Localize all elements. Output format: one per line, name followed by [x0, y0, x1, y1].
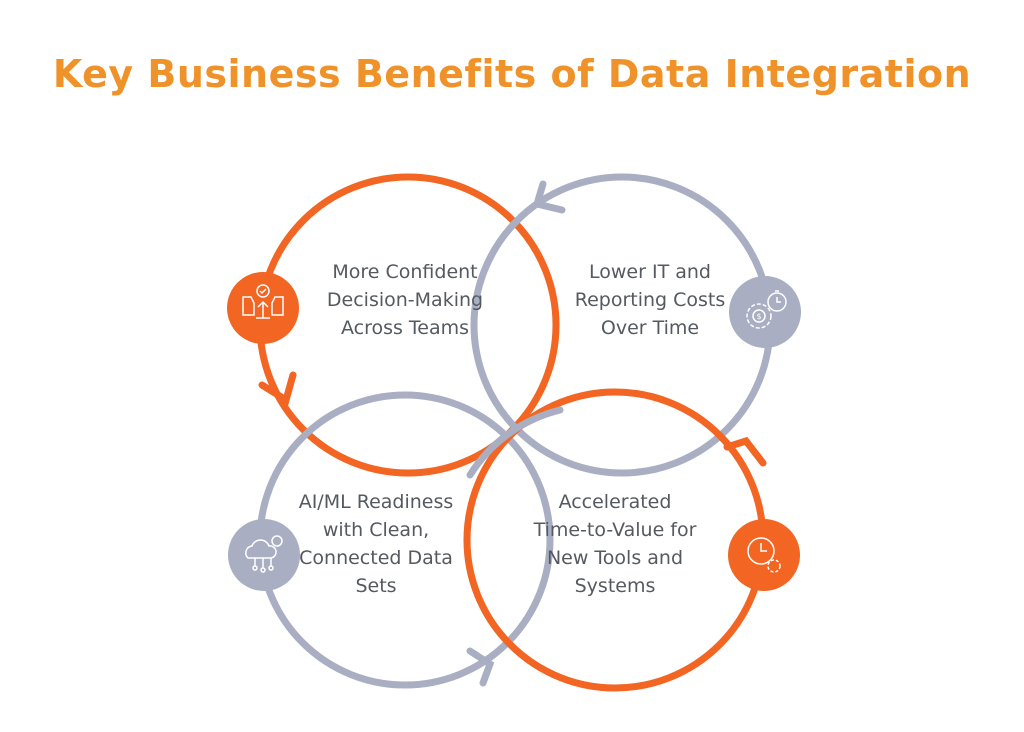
- page-title: Key Business Benefits of Data Integratio…: [52, 52, 972, 96]
- svg-text:$: $: [756, 312, 761, 321]
- arrowhead-up: [723, 436, 767, 467]
- clock-gear-icon: [728, 519, 800, 591]
- benefit-label-ai-ml: AI/ML Readiness with Clean, Connected Da…: [298, 491, 454, 597]
- benefit-label-decision-making: More Confident Decision-Making Across Te…: [326, 261, 484, 339]
- arrowhead-left: [532, 180, 566, 214]
- ai-cloud-network-icon: [228, 519, 300, 591]
- decision-making-icon: [227, 272, 299, 344]
- benefit-label-lower-costs: Lower IT and Reporting Costs Over Time: [574, 261, 726, 339]
- arrowhead-down: [258, 371, 297, 406]
- arrowhead-right: [466, 647, 495, 687]
- cost-time-gear-icon: $: [729, 276, 801, 348]
- benefit-label-time-to-value: Accelerated Time-to-Value for New Tools …: [533, 491, 697, 597]
